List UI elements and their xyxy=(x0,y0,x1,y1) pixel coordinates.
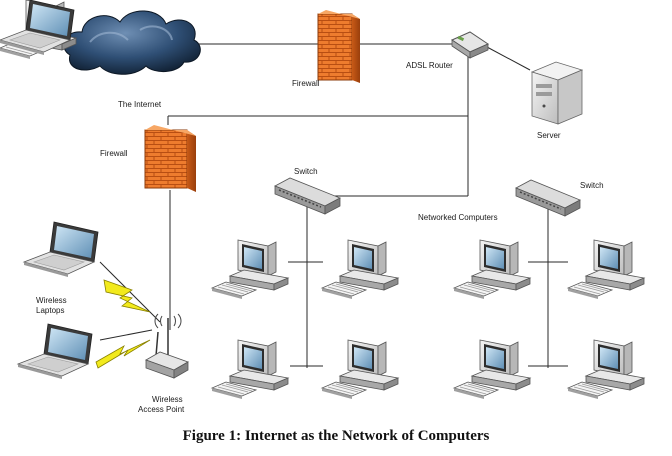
laptop-icon xyxy=(23,221,99,278)
desktop-computer-icon xyxy=(567,239,645,300)
wireless-laptops-label-2: Laptops xyxy=(36,306,64,315)
internet-label: The Internet xyxy=(118,100,162,109)
server-icon xyxy=(530,61,584,125)
desktop-computer-icon xyxy=(321,239,399,300)
desktop-computer-icon xyxy=(321,339,399,400)
switch-icon xyxy=(274,177,341,215)
desktop-computer-icon xyxy=(453,239,531,300)
switch-icon xyxy=(515,179,581,217)
lightning-icon xyxy=(103,279,151,313)
firewall-top-label: Firewall xyxy=(292,79,320,88)
firewall-icon xyxy=(144,125,196,192)
figure-caption: Figure 1: Internet as the Network of Com… xyxy=(182,428,490,444)
adsl-router-label: ADSL Router xyxy=(406,61,453,70)
desktop-computer-icon xyxy=(567,339,645,400)
switch-left-label: Switch xyxy=(294,167,318,176)
networked-computers-label: Networked Computers xyxy=(418,213,498,222)
connection-lines xyxy=(99,43,568,368)
firewall-icon xyxy=(317,10,360,83)
wireless-laptops-label: Wireless xyxy=(36,296,67,305)
wap-label: Wireless xyxy=(152,395,183,404)
wap-label-2: Access Point xyxy=(138,405,185,414)
router-icon xyxy=(450,31,490,59)
lightning-icon xyxy=(95,339,151,369)
wireless-access-point-icon xyxy=(145,313,189,379)
switch-right-label: Switch xyxy=(580,181,604,190)
laptop-icon xyxy=(0,0,75,55)
laptop-icon xyxy=(17,323,93,380)
firewall-left-label: Firewall xyxy=(100,149,128,158)
desktop-computer-icon xyxy=(211,239,289,300)
desktop-computer-icon xyxy=(211,339,289,400)
cloud-icon xyxy=(63,10,201,75)
desktop-computer-icon xyxy=(453,339,531,400)
server-label: Server xyxy=(537,131,561,140)
